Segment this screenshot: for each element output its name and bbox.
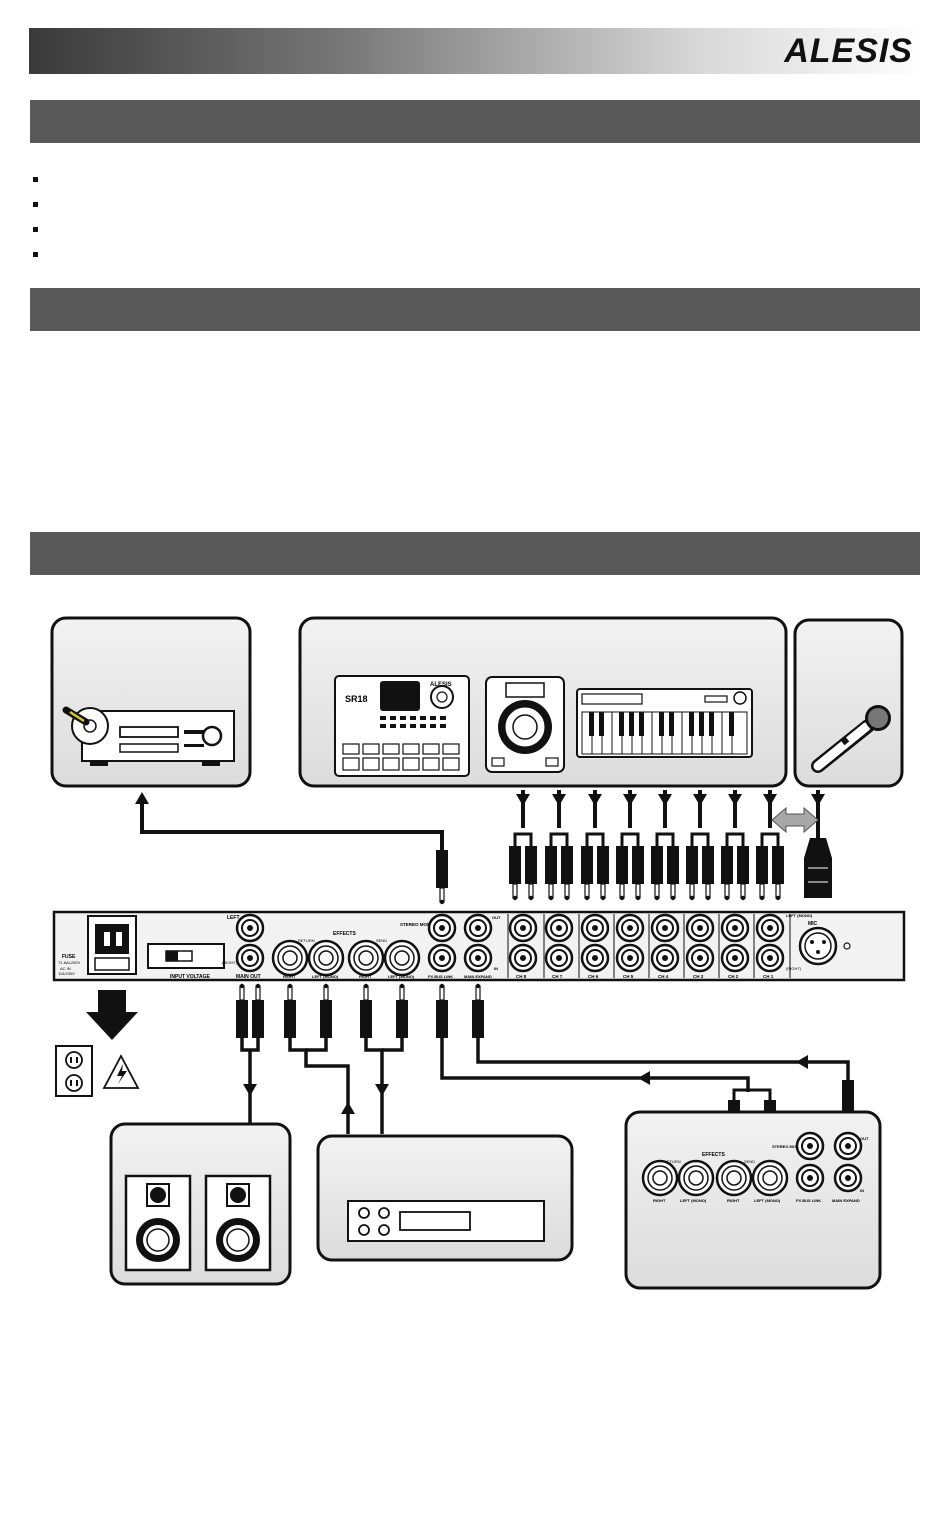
ch2-label: CH 2: [728, 974, 739, 979]
second-left-mono-label-2: LEFT (MONO): [754, 1198, 781, 1203]
brand-logo: ALESIS: [784, 32, 913, 70]
ch3-label: CH 3: [693, 974, 704, 979]
send-left-label: LEFT (MONO): [388, 974, 415, 979]
bullet-icon: [33, 177, 38, 182]
instruments-box: ALESIS SR18: [298, 616, 788, 788]
ac-voltage-label: 115/230V: [58, 971, 75, 976]
bottom-arrows: [243, 1055, 808, 1114]
main-out-left-jack: [235, 913, 265, 943]
left-mono-top-label: LEFT (MONO): [786, 913, 813, 918]
drum-machine-brand: ALESIS: [430, 682, 452, 688]
list-item: [30, 193, 910, 218]
cd-player-box: [50, 616, 252, 788]
top-arrows: [135, 792, 825, 806]
effects-label: EFFECTS: [333, 931, 356, 937]
header-bar: ALESIS: [29, 28, 925, 74]
ch5-label: CH 5: [623, 974, 634, 979]
drum-machine-model: SR18: [345, 694, 368, 704]
left-label: LEFT: [227, 915, 240, 921]
speakers-box: [109, 1122, 292, 1286]
right-paren-label: (RIGHT): [222, 960, 238, 965]
second-in-label: IN: [860, 1188, 864, 1193]
channel-plugs: [435, 845, 785, 905]
section-title-bar-2: [30, 288, 920, 331]
speaker-right: [204, 1174, 272, 1272]
ch6-label: CH 6: [588, 974, 599, 979]
ch7-label: CH 7: [552, 974, 563, 979]
second-right-label: RIGHT: [653, 1198, 666, 1203]
ch8-label: CH 8: [516, 974, 527, 979]
second-stereo-monitor-label: STEREO MONITOR: [772, 1144, 808, 1149]
list-item: [30, 218, 910, 243]
mixer-rear-panel: FUSE T1.6AL250V AC IN 115/230V INPUT VOL…: [52, 910, 906, 982]
second-main-expand-label: MAIN EXPAND: [832, 1198, 860, 1203]
ch1-label: CH 1: [763, 974, 774, 979]
in-label: IN: [494, 966, 498, 971]
second-send-label: SEND: [744, 1159, 755, 1164]
outlet-icon: [55, 1045, 93, 1097]
return-left-label: LEFT (MONO): [312, 974, 339, 979]
xlr-plug: [804, 838, 832, 898]
right-paren-label-ch1: (RIGHT): [786, 966, 802, 971]
list-item: [30, 243, 910, 268]
send-label: SEND: [376, 938, 387, 943]
bullet-icon: [33, 227, 38, 232]
second-mixer-cables: [732, 1088, 772, 1100]
ch4-label: CH 4: [658, 974, 669, 979]
dj-player: [485, 676, 565, 773]
second-left-mono-label: LEFT (MONO): [680, 1198, 707, 1203]
second-fx-bus-link-label: FX BUS LINK: [796, 1198, 821, 1203]
section-title-bar-1: [30, 100, 920, 143]
drum-machine: ALESIS SR18: [334, 675, 470, 777]
midi-keyboard: [576, 688, 753, 758]
top-cables: [140, 790, 820, 850]
microphone-box: [793, 618, 904, 788]
effects-processor-box: [316, 1134, 574, 1262]
return-label: RETURN: [298, 938, 315, 943]
channel-cables: [513, 832, 780, 846]
list-item: [30, 168, 910, 193]
fuse-rating-label: T1.6AL250V: [58, 960, 81, 965]
stereo-monitor-label: STEREO MONITOR: [400, 922, 442, 927]
main-out-right-jack: [235, 943, 265, 973]
main-out-label: MAIN OUT: [236, 974, 261, 980]
power-arrow-icon: [86, 990, 138, 1040]
section-title-bar-3: [30, 532, 920, 575]
second-right-label-2: RIGHT: [727, 1198, 740, 1203]
main-expand-label: MAIN EXPAND: [464, 974, 492, 979]
second-return-label: RETURN: [664, 1159, 681, 1164]
send-right-label: RIGHT: [359, 974, 372, 979]
second-mixer-box: EFFECTS RETURN SEND STEREO MONITOR OUT I…: [624, 1110, 882, 1290]
double-arrow-icon: [771, 806, 819, 834]
input-voltage-label: INPUT VOLTAGE: [170, 974, 210, 980]
bullet-list: [30, 168, 910, 268]
second-out-label: OUT: [860, 1136, 869, 1141]
bullet-icon: [33, 252, 38, 257]
connection-diagram: ALESIS SR18: [0, 600, 950, 1300]
fx-bus-link-label: FX BUS LINK: [428, 974, 453, 979]
out-label: OUT: [492, 915, 501, 920]
fuse-label: FUSE: [62, 954, 76, 960]
warning-icon: [102, 1054, 140, 1089]
bullet-icon: [33, 202, 38, 207]
ac-in-label: AC IN: [60, 966, 71, 971]
second-effects-label: EFFECTS: [702, 1152, 725, 1158]
return-right-label: RIGHT: [283, 974, 296, 979]
speaker-left: [124, 1174, 192, 1272]
bottom-plugs: [235, 983, 485, 1039]
mic-label: MIC: [808, 921, 818, 927]
